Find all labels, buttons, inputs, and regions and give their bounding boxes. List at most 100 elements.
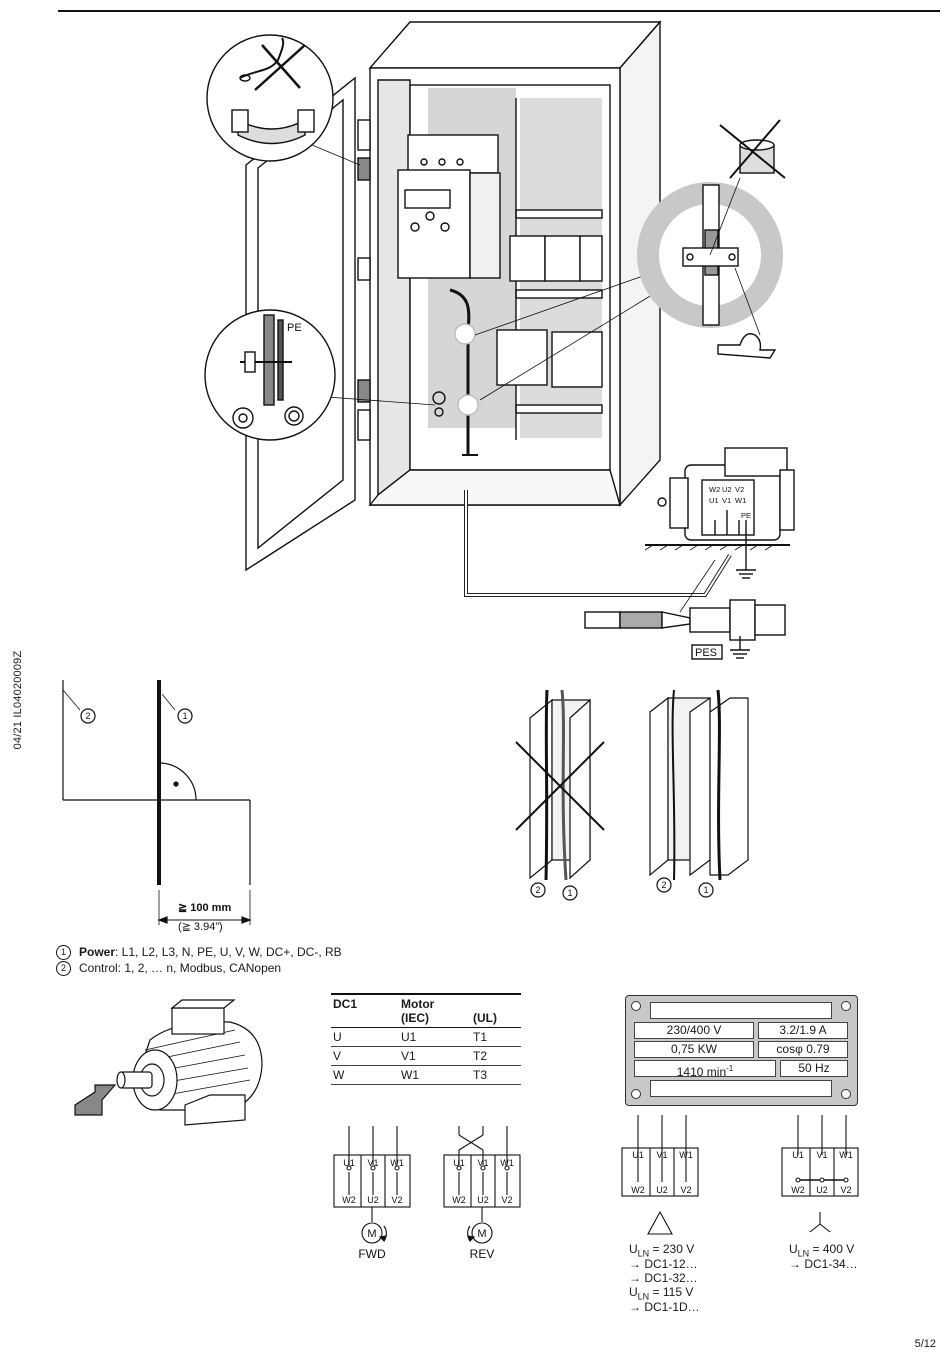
motor-terminal-v2: V2: [735, 485, 744, 494]
cell-dc1: V: [331, 1046, 399, 1066]
nameplate-current: 3.2/1.9 A: [758, 1022, 848, 1039]
rev-term-w1: W1: [500, 1158, 514, 1168]
duct-marker-2-right: 2: [661, 880, 666, 890]
cable-clearance-diagram: 2 1 ≧ 100 mm (≧ 3.94”): [62, 680, 252, 933]
star-term-w1: W1: [839, 1150, 853, 1160]
star-term-w2: W2: [791, 1185, 805, 1195]
delta-model-32: → DC1-32…: [629, 1271, 698, 1285]
cabinet-installation-illustration: PE PES W2 U2 V2 U1 V1 W1 PE: [204, 20, 795, 660]
legend-control: 2 Control: 1, 2, … n, Modbus, CANopen: [56, 961, 282, 977]
star-voltage-value: = 400 V: [809, 1242, 855, 1256]
delta-ln-sub-2: LN: [637, 1291, 650, 1302]
rev-term-v1: V1: [477, 1158, 488, 1168]
page-number: 5/12: [914, 1338, 936, 1350]
clearance-marker-2: 2: [85, 711, 90, 721]
top-rule: [58, 10, 940, 12]
nameplate-speed-value: 1410 min: [676, 1065, 727, 1079]
fwd-term-v2: V2: [391, 1195, 402, 1205]
nameplate-voltage: 230/400 V: [634, 1022, 754, 1039]
winding-connection-diagram: U1 V1 W1 W2 U2 V2 U1 V1 W1 W2 U2 V2: [621, 1115, 859, 1235]
star-term-v1: V1: [816, 1150, 827, 1160]
delta-term-u1: U1: [632, 1150, 644, 1160]
duct-marker-1-right: 1: [703, 885, 708, 895]
cell-iec: U1: [399, 1027, 471, 1047]
legend-power: 1 Power: L1, L2, L3, N, PE, U, V, W, DC+,…: [56, 945, 342, 961]
nameplate-blank-top: [650, 1002, 832, 1019]
table-header-motor: Motor(IEC): [399, 994, 471, 1028]
delta-voltage-115: ULN = 115 V: [629, 1285, 693, 1303]
motor-terminal-pe: PE: [741, 511, 751, 520]
star-term-u1: U1: [792, 1150, 804, 1160]
cell-dc1: U: [331, 1027, 399, 1047]
motor-terminal-u2: U2: [722, 485, 732, 494]
duct-marker-2-left: 2: [535, 885, 540, 895]
fwd-term-w2: W2: [342, 1195, 356, 1205]
delta-voltage-value: = 230 V: [649, 1242, 695, 1256]
table-row: U U1 T1: [331, 1027, 521, 1047]
delta-term-v1: V1: [656, 1150, 667, 1160]
cable-duct-routing-diagram: 2 1 2 1: [515, 689, 749, 901]
fwd-term-w1: W1: [390, 1158, 404, 1168]
table-row: V V1 T2: [331, 1046, 521, 1066]
nameplate-frequency: 50 Hz: [780, 1060, 848, 1077]
cell-iec: V1: [399, 1046, 471, 1066]
star-term-v2: V2: [840, 1185, 851, 1195]
delta-ln-sub: LN: [637, 1248, 650, 1259]
rev-term-w2: W2: [452, 1195, 466, 1205]
delta-u-label-2: U: [629, 1285, 638, 1299]
legend-power-text: : L1, L2, L3, N, PE, U, V, W, DC+, DC-, …: [115, 945, 342, 959]
star-u-label: U: [789, 1242, 798, 1256]
star-ln-sub: LN: [797, 1248, 810, 1259]
table-row: W W1 T3: [331, 1065, 521, 1085]
delta-model-12: → DC1-12…: [629, 1257, 698, 1271]
cell-dc1: W: [331, 1065, 399, 1085]
pe-label: PE: [287, 322, 302, 334]
motor-illustration: [74, 999, 263, 1126]
delta-model-1d: → DC1-1D…: [629, 1300, 700, 1314]
fwd-term-u2: U2: [367, 1195, 379, 1205]
clearance-marker-1: 1: [182, 711, 187, 721]
star-term-u2: U2: [816, 1185, 828, 1195]
rev-label: REV: [470, 1247, 495, 1261]
pes-label: PES: [695, 647, 717, 659]
legend-num-1: 1: [56, 945, 71, 961]
rev-term-v2: V2: [501, 1195, 512, 1205]
clearance-distance: ≧ 100 mm: [178, 902, 231, 914]
cell-ul: T3: [471, 1065, 521, 1085]
table-header-dc1: DC1: [333, 997, 358, 1011]
table-header-ul: (UL): [471, 994, 521, 1028]
nameplate-blank-bottom: [650, 1080, 832, 1097]
rev-motor-symbol: M: [477, 1228, 486, 1240]
legend-control-text: Control: 1, 2, … n, Modbus, CANopen: [79, 961, 282, 975]
nameplate-hole: [841, 1089, 851, 1099]
rotation-direction-diagram: U1 V1 W1 W2 U2 V2 U1 V1 W1 W2 U2 V2 M M …: [333, 1126, 521, 1261]
cell-iec: W1: [399, 1065, 471, 1085]
delta-voltage-230: ULN = 230 V: [629, 1242, 694, 1260]
motor-terminal-w2: W2: [709, 485, 720, 494]
fwd-term-v1: V1: [367, 1158, 378, 1168]
motor-terminal-w1: W1: [735, 496, 746, 505]
motor-terminal-table: DC1 Motor(IEC) (UL) U U1 T1 V V1 T2 W W1…: [331, 993, 521, 1085]
nameplate-hole: [631, 1089, 641, 1099]
duct-marker-1-left: 1: [567, 888, 572, 898]
nameplate-speed: 1410 min-1: [634, 1060, 776, 1079]
cell-ul: T1: [471, 1027, 521, 1047]
table-header-ul-label: (UL): [473, 1011, 497, 1025]
fwd-label: FWD: [358, 1247, 386, 1261]
nameplate-power: 0,75 KW: [634, 1041, 754, 1058]
table-header-motor-label: Motor: [401, 997, 435, 1011]
legend-num-2: 2: [56, 961, 71, 977]
delta-term-w2: W2: [631, 1185, 645, 1195]
nameplate-speed-exponent: -1: [726, 1064, 734, 1073]
rev-term-u2: U2: [477, 1195, 489, 1205]
delta-term-w1: W1: [679, 1150, 693, 1160]
legend-power-label: Power: [79, 945, 116, 959]
delta-term-u2: U2: [656, 1185, 668, 1195]
star-voltage-400: ULN = 400 V: [789, 1242, 854, 1260]
clearance-distance-inch: (≧ 3.94”): [178, 921, 223, 933]
motor-terminal-u1: U1: [709, 496, 719, 505]
nameplate-hole: [841, 1001, 851, 1011]
nameplate-cosphi: cosφ 0.79: [758, 1041, 848, 1058]
motor-terminal-v1: V1: [722, 496, 731, 505]
delta-u-label: U: [629, 1242, 638, 1256]
